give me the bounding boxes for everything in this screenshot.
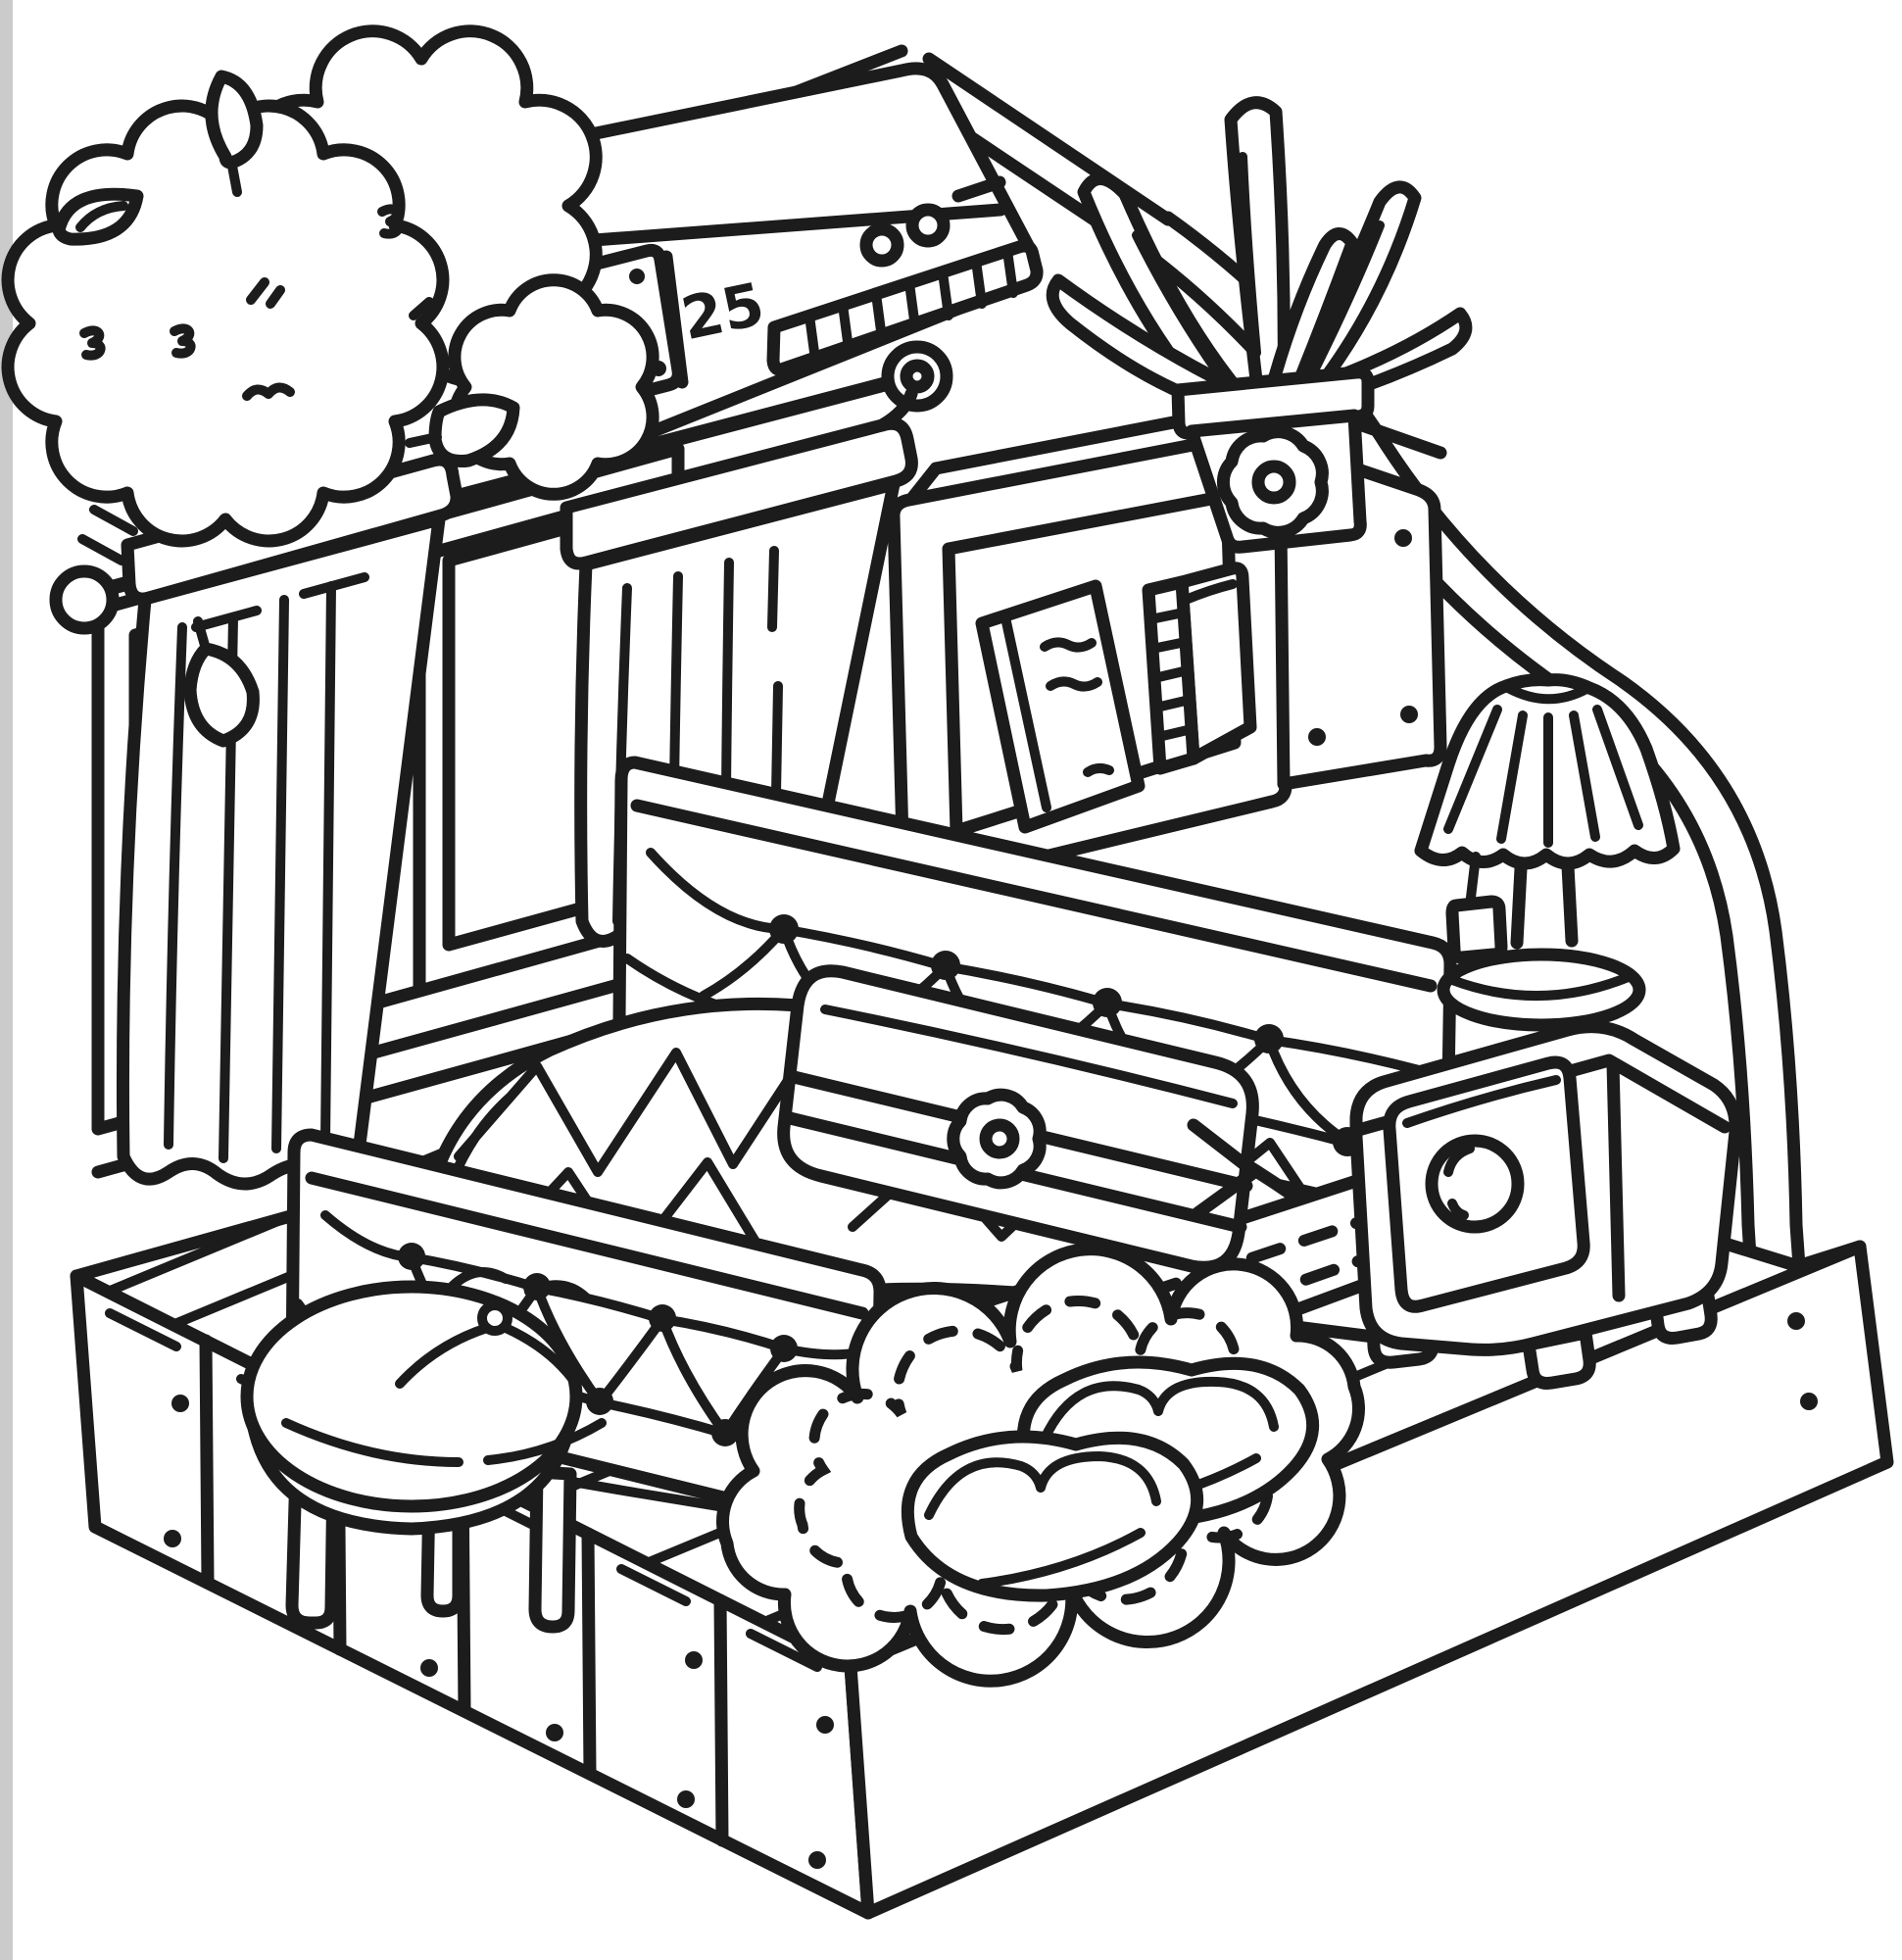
- right-curtain-loop: [875, 387, 918, 432]
- pillow-flower-center: [979, 1118, 1020, 1159]
- striped-book: [1142, 562, 1257, 775]
- leaf-icons: [52, 70, 520, 748]
- slippers: [901, 1355, 1319, 1602]
- rug-inner-dashed: [794, 1295, 1289, 1636]
- table-lamp: [1414, 673, 1681, 1032]
- ac-button-2: [905, 203, 951, 248]
- wall-shelf: [887, 393, 1447, 894]
- rod-finial-left: [49, 564, 120, 635]
- pot-flower-center: [1251, 460, 1296, 505]
- lamp-base-seam: [1447, 971, 1635, 1001]
- plant-leaves: [1046, 96, 1473, 418]
- headboard-rail: [630, 799, 1438, 993]
- potted-plant: [1046, 96, 1473, 554]
- lamp-pull-cord: [1465, 852, 1481, 910]
- lamp-base: [1437, 948, 1646, 1032]
- bush-clump-front: [1, 99, 450, 548]
- lamp-shade-pleats: [1443, 705, 1643, 848]
- rod-finial-right-center: [900, 359, 935, 394]
- floor-front-right-face: [844, 1240, 1894, 1920]
- lamp-pull-tag: [1445, 895, 1508, 964]
- ac-divider: [659, 250, 689, 389]
- lamp-shade-top: [1503, 674, 1591, 705]
- stool-leg-right: [528, 1465, 577, 1634]
- page-edge-shadow: [0, 0, 13, 1960]
- pillow: [777, 964, 1261, 1274]
- nightstand-drawer-seam: [1402, 1075, 1561, 1128]
- stool: [240, 1267, 607, 1634]
- footboard-rail: [305, 1171, 869, 1320]
- slipper-front: [901, 1430, 1203, 1602]
- nightstand-knob: [1425, 1134, 1525, 1234]
- bush: [1, 24, 659, 748]
- ac-vent-grille: [766, 239, 1044, 376]
- left-curtain-dashes: [191, 572, 369, 632]
- right-curtain-band: [560, 416, 918, 570]
- lamp-neck: [1510, 859, 1579, 950]
- nightstand: [1349, 1020, 1742, 1390]
- left-curtain-folds: [164, 581, 336, 1163]
- ac-button-1: [859, 222, 904, 268]
- bush-clump-right: [448, 273, 659, 501]
- ac-display: 25: [676, 270, 770, 355]
- pillow-corner-fold: [1187, 1118, 1261, 1220]
- leaning-book: [975, 579, 1146, 834]
- pillow-top-seam: [820, 1004, 1238, 1108]
- stool-tuft: [281, 1267, 607, 1467]
- left-curtain: [116, 453, 463, 1191]
- nightstand-knob-shine: [1443, 1144, 1475, 1220]
- ac-vent-slats: [805, 246, 1018, 365]
- ac-dash-accent: [951, 175, 1006, 203]
- stool-cushion: [240, 1280, 583, 1513]
- bush-accent-marks: [77, 204, 434, 565]
